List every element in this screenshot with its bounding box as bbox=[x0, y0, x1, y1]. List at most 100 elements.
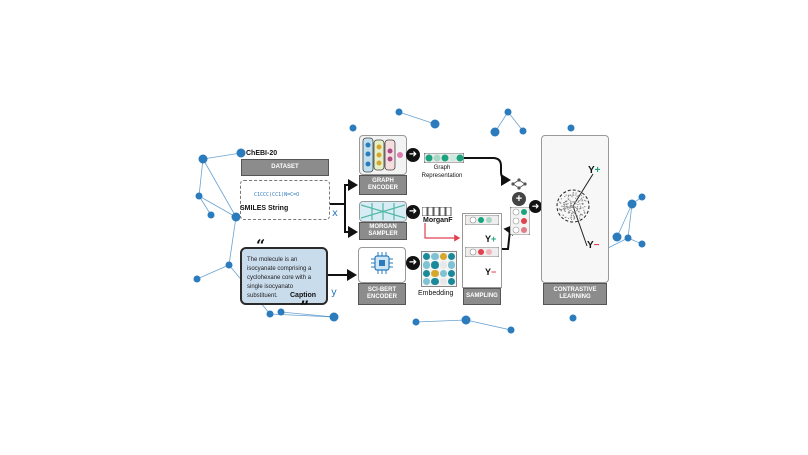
embedding-point bbox=[573, 207, 575, 209]
morganf-label: MorganF bbox=[423, 217, 453, 224]
embedding-cell bbox=[447, 261, 455, 269]
embedding-cell bbox=[431, 277, 439, 285]
embedding-point bbox=[573, 212, 575, 214]
embedding-point bbox=[569, 206, 571, 208]
embedding-point bbox=[569, 217, 572, 219]
embedding-point bbox=[575, 197, 577, 199]
embedding-point bbox=[565, 194, 567, 196]
embedding-point bbox=[567, 197, 569, 199]
network-node bbox=[490, 127, 500, 137]
embedding-point bbox=[562, 214, 565, 216]
embedding-point bbox=[563, 202, 566, 204]
embedding-point bbox=[582, 196, 584, 198]
y-negative-space: Y− bbox=[587, 240, 600, 251]
dataset-name: ChEBI-20 bbox=[246, 150, 278, 157]
embedding-point bbox=[563, 205, 565, 207]
embedding-point bbox=[570, 201, 572, 203]
embedding-point bbox=[563, 201, 565, 204]
network-edge bbox=[415, 319, 467, 323]
plus-circle-icon: + bbox=[512, 192, 526, 206]
scibert-label: SCI-BERT ENCODER bbox=[358, 283, 406, 305]
embedding-point bbox=[565, 206, 567, 208]
embedding-point bbox=[583, 199, 586, 201]
network-node bbox=[395, 108, 403, 116]
network-node bbox=[198, 154, 208, 164]
network-node bbox=[277, 308, 285, 316]
embedding-cell bbox=[431, 269, 439, 277]
embedding-cell bbox=[439, 253, 447, 261]
network-node bbox=[507, 326, 515, 334]
graph-encoder-label: GRAPH ENCODER bbox=[359, 175, 407, 195]
combined-vector bbox=[510, 207, 530, 235]
embedding-point bbox=[579, 217, 581, 219]
embedding-cell bbox=[423, 261, 431, 269]
network-node bbox=[412, 318, 420, 326]
network-edge bbox=[398, 111, 436, 125]
embedding-point bbox=[584, 212, 586, 215]
embedding-point bbox=[564, 203, 566, 206]
embedding-point bbox=[567, 203, 569, 205]
positive-sample-row bbox=[465, 215, 499, 225]
smiles-symbol: x bbox=[332, 208, 338, 219]
embedding-point bbox=[584, 206, 586, 208]
embedding-point bbox=[559, 201, 561, 203]
network-node bbox=[231, 212, 241, 222]
embedding-point bbox=[570, 203, 572, 205]
y-positive-space: Y+ bbox=[588, 165, 601, 176]
embedding-point bbox=[568, 211, 570, 213]
embedding-cell bbox=[423, 269, 431, 277]
embedding-point bbox=[574, 201, 577, 203]
embedding-point bbox=[558, 208, 560, 210]
embedding-point bbox=[570, 218, 573, 221]
embedding-point bbox=[569, 199, 571, 201]
morgan-grid-icon bbox=[361, 203, 405, 220]
embedding-point bbox=[564, 216, 566, 218]
mini-graph-icon bbox=[511, 178, 527, 190]
embedding-point bbox=[566, 200, 568, 202]
embedding-point bbox=[581, 214, 584, 216]
embedding-point bbox=[574, 206, 577, 208]
network-node bbox=[329, 312, 339, 322]
embedding-point bbox=[575, 192, 577, 194]
embedding-point bbox=[572, 205, 574, 207]
embedding-point bbox=[579, 207, 581, 209]
network-node bbox=[461, 315, 471, 325]
network-edge bbox=[627, 203, 633, 239]
graph-repr-label: Graph Representation bbox=[421, 165, 463, 179]
embedding-point bbox=[576, 207, 578, 209]
arrow-circle-morgan: ➜ bbox=[406, 205, 420, 219]
network-edge bbox=[465, 319, 512, 331]
embedding-point bbox=[572, 194, 574, 196]
chip-icon bbox=[371, 252, 393, 274]
embedding-point bbox=[581, 200, 583, 202]
arrow-circle-combine: ➜ bbox=[529, 200, 542, 213]
network-edge bbox=[198, 158, 204, 197]
embedding-point bbox=[565, 208, 567, 210]
network-edge bbox=[198, 195, 212, 216]
embedding-point bbox=[583, 211, 586, 213]
embedding-point bbox=[581, 203, 583, 205]
embedding-point bbox=[567, 217, 570, 220]
embedding-point bbox=[577, 203, 579, 206]
embedding-cell bbox=[439, 277, 447, 285]
embedding-cell bbox=[439, 261, 447, 269]
y-negative-sample: Y− bbox=[485, 267, 497, 277]
contrastive-panel bbox=[541, 135, 609, 283]
network-node bbox=[266, 310, 274, 318]
embedding-point bbox=[577, 208, 579, 210]
embedding-point bbox=[567, 198, 570, 201]
embedding-point bbox=[563, 203, 565, 205]
embedding-point bbox=[567, 194, 570, 196]
embedding-cell bbox=[447, 269, 455, 277]
embedding-point bbox=[567, 206, 570, 208]
embedding-point bbox=[582, 207, 584, 209]
embedding-point bbox=[564, 196, 566, 198]
embedding-point bbox=[564, 210, 566, 212]
network-node bbox=[504, 108, 512, 116]
embedding-point bbox=[577, 201, 579, 203]
network-node bbox=[638, 240, 646, 248]
embedding-point bbox=[564, 206, 566, 208]
embedding-point bbox=[560, 198, 562, 200]
